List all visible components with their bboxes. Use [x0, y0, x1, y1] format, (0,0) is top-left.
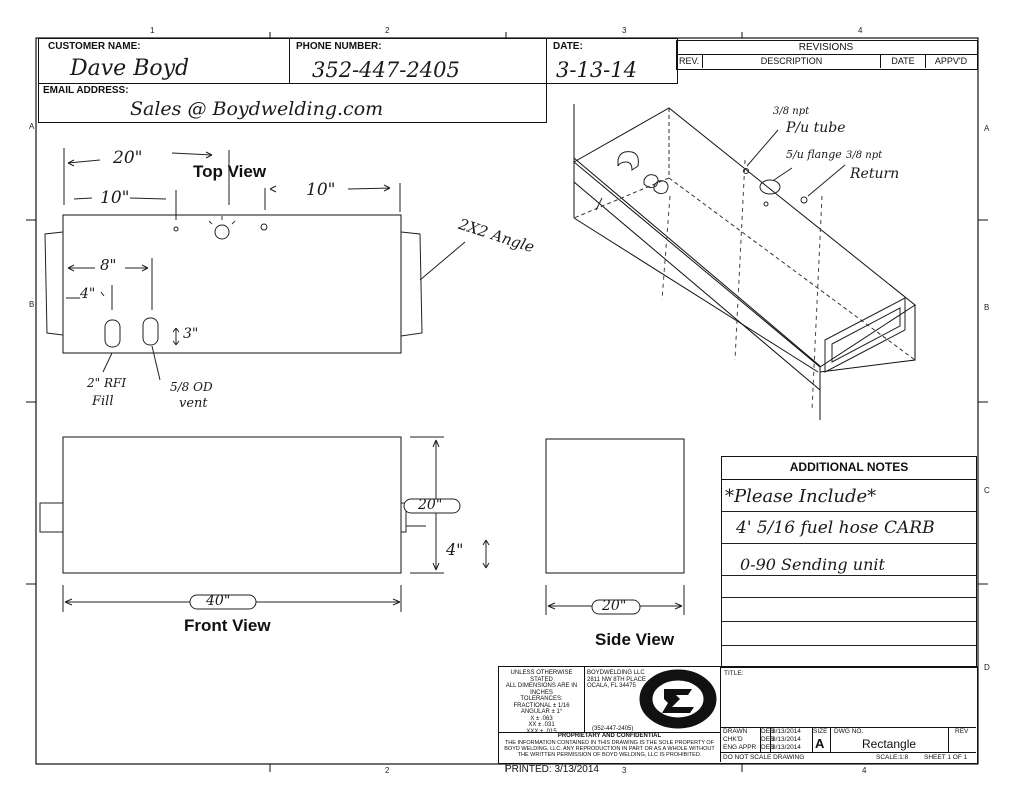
tolerances-block: UNLESS OTHERWISE STATED ALL DIMENSIONS A…: [505, 670, 578, 735]
front-view-dim-20: 20": [418, 497, 443, 513]
drawing-number-value: Rectangle: [862, 737, 917, 751]
revisions-title: REVISIONS: [798, 42, 854, 53]
revisions-col-appvd: APPV'D: [934, 56, 968, 66]
front-view-dim-4: 4": [446, 540, 464, 559]
isometric-view-drawing: [573, 104, 916, 420]
top-view-dim-10-left: 10": [100, 188, 130, 208]
rev-label: REV: [955, 728, 969, 735]
fill-note-line-2: Fill: [92, 394, 114, 409]
drawn-date: 3/13/2014: [772, 728, 801, 735]
zone-right-a: A: [984, 124, 990, 133]
iso-note-return-size: 3/8 npt: [846, 150, 883, 161]
phone-number-value: 352-447-2405: [312, 58, 460, 82]
zone-right-c: C: [984, 486, 990, 495]
top-view-dim-8: 8": [100, 256, 117, 274]
additional-notes-table: [721, 456, 977, 668]
additional-notes-title: ADDITIONAL NOTES: [789, 460, 909, 474]
drawn-label: DRAWN: [723, 728, 748, 735]
zone-top-1: 1: [150, 26, 155, 35]
note-line-2: 4' 5/16 fuel hose CARB: [736, 518, 935, 538]
company-phone: (352-447-2405): [592, 726, 634, 732]
top-view-title: Top View: [193, 162, 267, 181]
iso-note-pickup-size: 3/8 npt: [773, 106, 810, 117]
revisions-col-date: DATE: [891, 56, 915, 66]
printed-date: PRINTED: 3/13/2014: [505, 764, 599, 775]
date-value: 3-13-14: [556, 58, 637, 82]
zone-left-b: B: [29, 300, 35, 309]
zone-top-2: 2: [385, 26, 390, 35]
email-address-box: [38, 83, 547, 123]
drawing-number-label: DWG NO.: [834, 728, 864, 735]
iso-note-flange: 5/u flange: [786, 148, 842, 161]
size-label: SIZE: [813, 728, 828, 735]
side-view-title: Side View: [595, 630, 675, 649]
checked-date: 3/13/2014: [772, 736, 801, 743]
engineering-date: 3/13/2014: [772, 744, 801, 751]
zone-left-a: A: [29, 122, 35, 131]
email-address-label: EMAIL ADDRESS:: [43, 85, 129, 96]
zone-bottom-4: 4: [862, 766, 867, 775]
top-view-dim-10-right: 10": [306, 180, 336, 200]
zone-top-3: 3: [622, 26, 627, 35]
iso-note-return: Return: [850, 166, 900, 182]
boyd-welding-logo: [639, 669, 717, 729]
revisions-col-rev: REV.: [679, 56, 700, 66]
size-value: A: [815, 736, 825, 751]
revisions-col-description: DESCRIPTION: [760, 56, 823, 66]
company-address: BOYDWELDING LLC 2811 NW 8TH PLACE OCALA,…: [587, 670, 646, 689]
engineering-approval-label: ENG APPR: [723, 744, 757, 751]
top-view-dim-4: 4": [80, 286, 96, 302]
title-label: TITLE:: [724, 670, 744, 677]
front-view-title: Front View: [184, 616, 271, 635]
scale-value: SCALE:1:8: [876, 754, 909, 761]
note-line-3: 0-90 Sending unit: [740, 555, 885, 574]
side-view-dim-20: 20": [602, 598, 627, 614]
customer-name-label: CUSTOMER NAME:: [48, 41, 141, 52]
front-side-view-drawing: [39, 436, 685, 615]
zone-bottom-2: 2: [385, 766, 390, 775]
iso-note-pickup-tube: P/u tube: [786, 120, 846, 136]
top-view-dim-20: 20": [113, 148, 143, 168]
email-address-value: Sales @ Boydwelding.com: [130, 98, 384, 120]
proprietary-title: PROPRIETARY AND CONFIDENTIAL: [557, 733, 662, 739]
date-label: DATE:: [553, 41, 583, 52]
fill-note-line-1: 2" RFI: [87, 376, 127, 390]
date-box: [546, 38, 678, 84]
do-not-scale-note: DO NOT SCALE DRAWING: [723, 754, 805, 761]
zone-right-d: D: [984, 663, 990, 672]
checked-label: CHK'D: [723, 736, 743, 743]
zone-bottom-3: 3: [622, 766, 627, 775]
drawn-initials: DEB: [761, 728, 775, 735]
revisions-table: [676, 40, 978, 70]
top-view-dim-3: 3": [183, 326, 199, 342]
vent-note-line-2: vent: [179, 396, 208, 411]
phone-number-label: PHONE NUMBER:: [296, 41, 382, 52]
top-view-drawing: [44, 148, 466, 381]
note-line-1: *Please Include*: [725, 486, 877, 507]
customer-name-value: Dave Boyd: [70, 56, 190, 81]
zone-top-4: 4: [858, 26, 863, 35]
front-view-dim-40: 40": [206, 593, 231, 609]
vent-note-line-1: 5/8 OD: [170, 380, 213, 394]
engineering-initials: DEB: [761, 744, 775, 751]
title-block: [498, 666, 978, 764]
sheet-number: SHEET 1 OF 1: [924, 754, 968, 761]
zone-right-b: B: [984, 303, 990, 312]
checked-initials: DEB: [761, 736, 775, 743]
proprietary-text: THE INFORMATION CONTAINED IN THIS DRAWIN…: [504, 740, 715, 758]
